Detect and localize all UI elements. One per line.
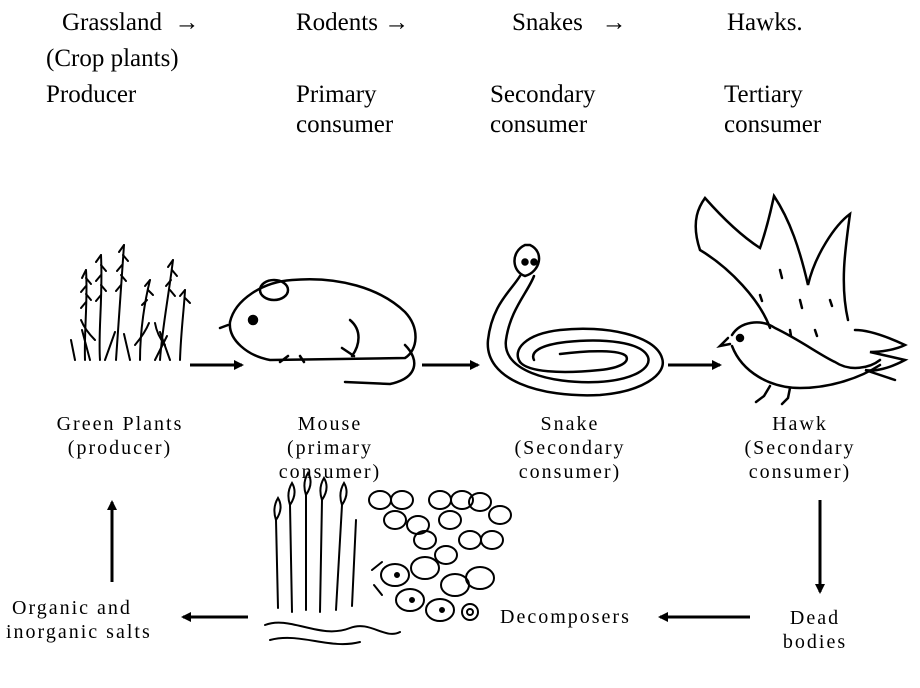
arrow-glyph: → [174, 9, 200, 36]
green-plants-label: Green Plants (producer) [56, 413, 184, 459]
crop-plants-text: (Crop plants) [46, 45, 179, 72]
mouse-icon [218, 278, 417, 386]
decomposers-label: Decomposers [500, 606, 631, 628]
arrow-glyph: → [384, 9, 410, 36]
rodents-text: Rodents → [296, 9, 410, 36]
dead-bodies-label: Dead bodies [782, 607, 848, 653]
grass-icon [70, 244, 191, 361]
organic-inorganic-salts-label: Organic and inorganic salts [6, 597, 152, 643]
hawks-text: Hawks. [727, 9, 803, 36]
mouse-label: Mouse (primary consumer) [278, 413, 382, 483]
fungi-bacteria-icon [264, 471, 512, 646]
hawk-label: Hawk (Secondary consumer) [744, 413, 856, 483]
snake-label: Snake (Secondary consumer) [514, 413, 626, 483]
grassland-text: Grassland → [62, 9, 200, 36]
secondary-role: Secondary consumer [490, 81, 596, 138]
primary-role: Primary consumer [296, 81, 394, 138]
hawk-icon [694, 192, 909, 406]
snakes-text: Snakes → [512, 9, 627, 36]
snake-icon [486, 243, 665, 397]
tertiary-role: Tertiary consumer [724, 81, 822, 138]
arrow-glyph: → [601, 9, 627, 36]
producer-role: Producer [46, 81, 137, 108]
